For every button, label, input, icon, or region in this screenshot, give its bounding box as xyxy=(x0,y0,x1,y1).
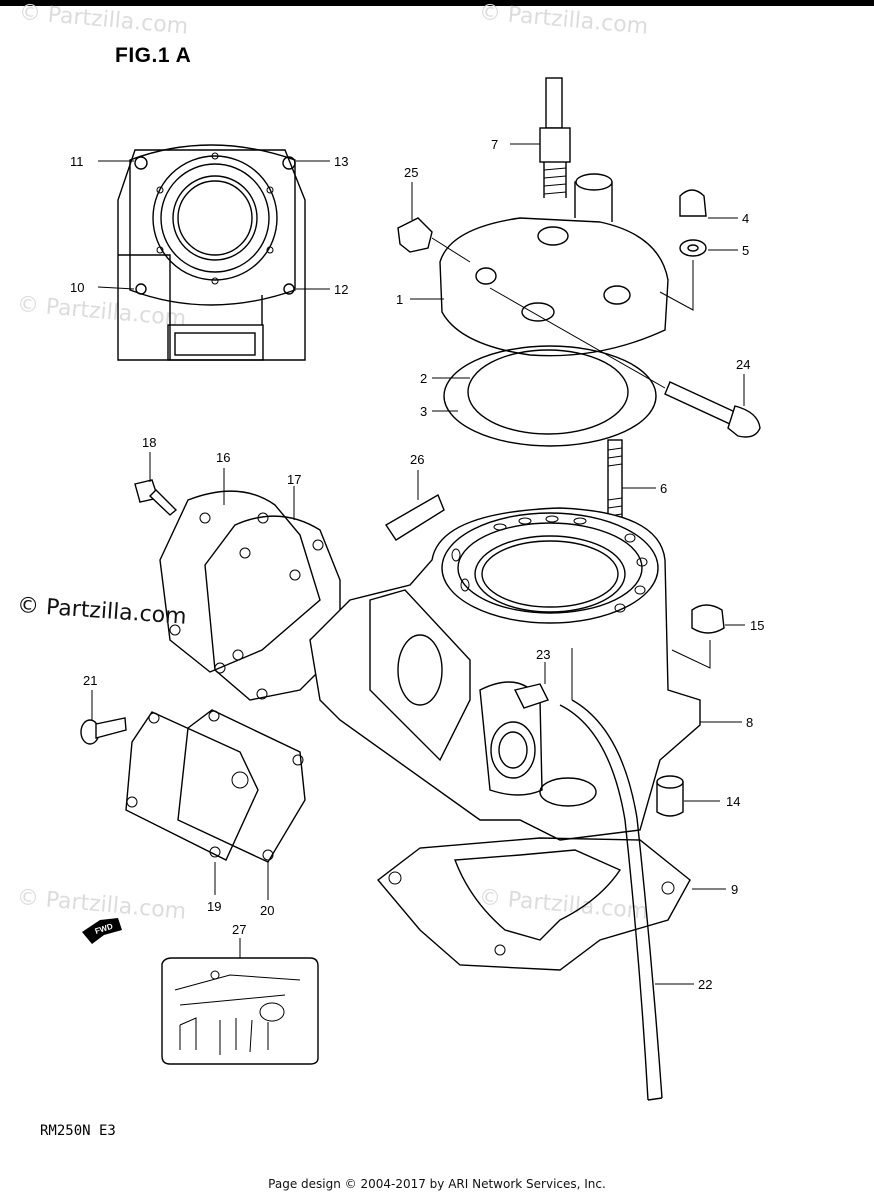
head-gasket xyxy=(443,345,657,447)
bolt-18 xyxy=(134,479,178,516)
callout-8[interactable]: 8 xyxy=(746,715,754,730)
model-code: RM250N E3 xyxy=(40,1123,116,1139)
cylinder-stud xyxy=(607,439,623,533)
callout-16[interactable]: 16 xyxy=(216,450,231,465)
cylinder-nut-leader xyxy=(671,640,711,669)
cylinder xyxy=(309,507,701,841)
breather-hose xyxy=(559,704,649,1101)
exhaust-cover xyxy=(125,711,259,861)
exhaust-cover-gasket xyxy=(177,709,306,863)
cover-holes xyxy=(126,710,304,861)
callout-13[interactable]: 13 xyxy=(334,154,349,169)
cylinder-head xyxy=(439,173,669,357)
cylinder-top-view-inset xyxy=(117,144,306,361)
figure-title: FIG.1 A xyxy=(115,44,192,67)
callout-11[interactable]: 11 xyxy=(70,154,84,169)
callout-1[interactable]: 1 xyxy=(396,292,404,307)
callout-26[interactable]: 26 xyxy=(410,452,425,467)
washer xyxy=(679,239,707,257)
leader-lines xyxy=(91,143,745,985)
head-o-ring xyxy=(467,349,629,435)
washer-leader xyxy=(659,260,694,311)
callout-10[interactable]: 10 xyxy=(70,280,85,295)
callout-17[interactable]: 17 xyxy=(287,472,302,487)
cap-nut xyxy=(679,189,707,217)
callout-14[interactable]: 14 xyxy=(726,794,741,809)
forward-arrow-icon: FWD xyxy=(82,918,122,944)
spark-plug xyxy=(539,77,571,198)
dowel-pin xyxy=(656,775,684,817)
cylinder-nut xyxy=(691,604,725,634)
head-nut-leader xyxy=(431,237,471,263)
callout-24[interactable]: 24 xyxy=(736,357,751,372)
washer-hole xyxy=(687,244,699,252)
exhaust-gasket-17 xyxy=(204,515,341,701)
callout-23[interactable]: 23 xyxy=(536,647,551,662)
callout-7[interactable]: 7 xyxy=(491,137,499,152)
callout-20[interactable]: 20 xyxy=(260,903,275,918)
callout-9[interactable]: 9 xyxy=(731,882,739,897)
gasket-set xyxy=(161,957,319,1065)
gasket-holes xyxy=(169,512,324,700)
callout-18[interactable]: 18 xyxy=(142,435,157,450)
head-bolt xyxy=(489,287,761,438)
copyright-footer: Page design © 2004-2017 by ARI Network S… xyxy=(268,1177,606,1191)
callout-27[interactable]: 27 xyxy=(232,922,247,937)
breather-hose-end xyxy=(647,1097,663,1101)
callout-5[interactable]: 5 xyxy=(742,243,750,258)
callout-25[interactable]: 25 xyxy=(404,165,419,180)
top-border xyxy=(0,0,874,6)
breather-hose-outer xyxy=(571,699,663,1099)
exhaust-gasket-16 xyxy=(159,490,321,673)
bracket xyxy=(385,493,445,541)
base-gasket xyxy=(376,837,691,971)
callout-4[interactable]: 4 xyxy=(742,211,750,226)
callout-12[interactable]: 12 xyxy=(334,282,349,297)
callout-15[interactable]: 15 xyxy=(750,618,765,633)
callout-21[interactable]: 21 xyxy=(83,673,98,688)
callout-3[interactable]: 3 xyxy=(420,404,428,419)
callout-19[interactable]: 19 xyxy=(207,899,222,914)
head-nut xyxy=(397,217,433,253)
hose-clamp xyxy=(513,683,549,709)
callout-2[interactable]: 2 xyxy=(420,371,428,386)
screw-21 xyxy=(80,717,127,745)
base-gasket-holes xyxy=(388,871,675,956)
base-gasket-bore xyxy=(454,849,622,941)
callout-6[interactable]: 6 xyxy=(660,481,668,496)
callout-22[interactable]: 22 xyxy=(698,977,713,992)
